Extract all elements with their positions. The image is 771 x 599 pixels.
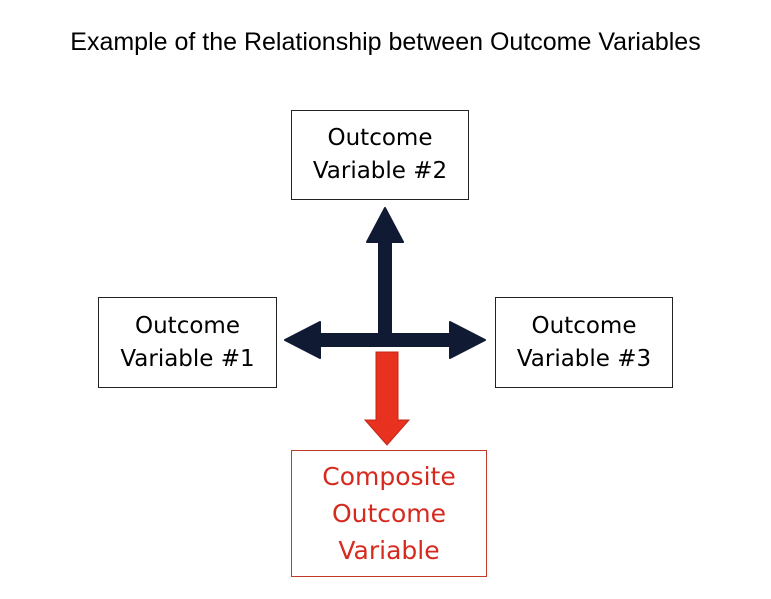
outcome-variable-1-box: Outcome Variable #1 xyxy=(98,297,277,388)
arrow-down-composite xyxy=(363,351,411,446)
composite-line3: Variable xyxy=(338,536,440,565)
outcome-variable-2-line1: Outcome xyxy=(327,125,433,151)
outcome-variable-3-box: Outcome Variable #3 xyxy=(495,297,673,388)
arrow-up xyxy=(366,207,404,335)
outcome-variable-1-line1: Outcome xyxy=(135,312,240,339)
diagram-title: Example of the Relationship between Outc… xyxy=(70,28,701,56)
outcome-variable-2-box: Outcome Variable #2 xyxy=(291,110,469,200)
composite-outcome-variable-box: Composite Outcome Variable xyxy=(291,450,487,577)
outcome-variable-3-line1: Outcome xyxy=(531,312,637,339)
arrow-left xyxy=(284,321,392,359)
composite-line2: Outcome xyxy=(331,499,447,528)
outcome-variable-1-line2: Variable #1 xyxy=(120,345,255,372)
composite-line1: Composite xyxy=(322,462,456,491)
outcome-variable-3-line2: Variable #3 xyxy=(516,345,652,372)
outcome-variable-2-line2: Variable #2 xyxy=(312,158,448,184)
arrow-right xyxy=(378,321,486,359)
